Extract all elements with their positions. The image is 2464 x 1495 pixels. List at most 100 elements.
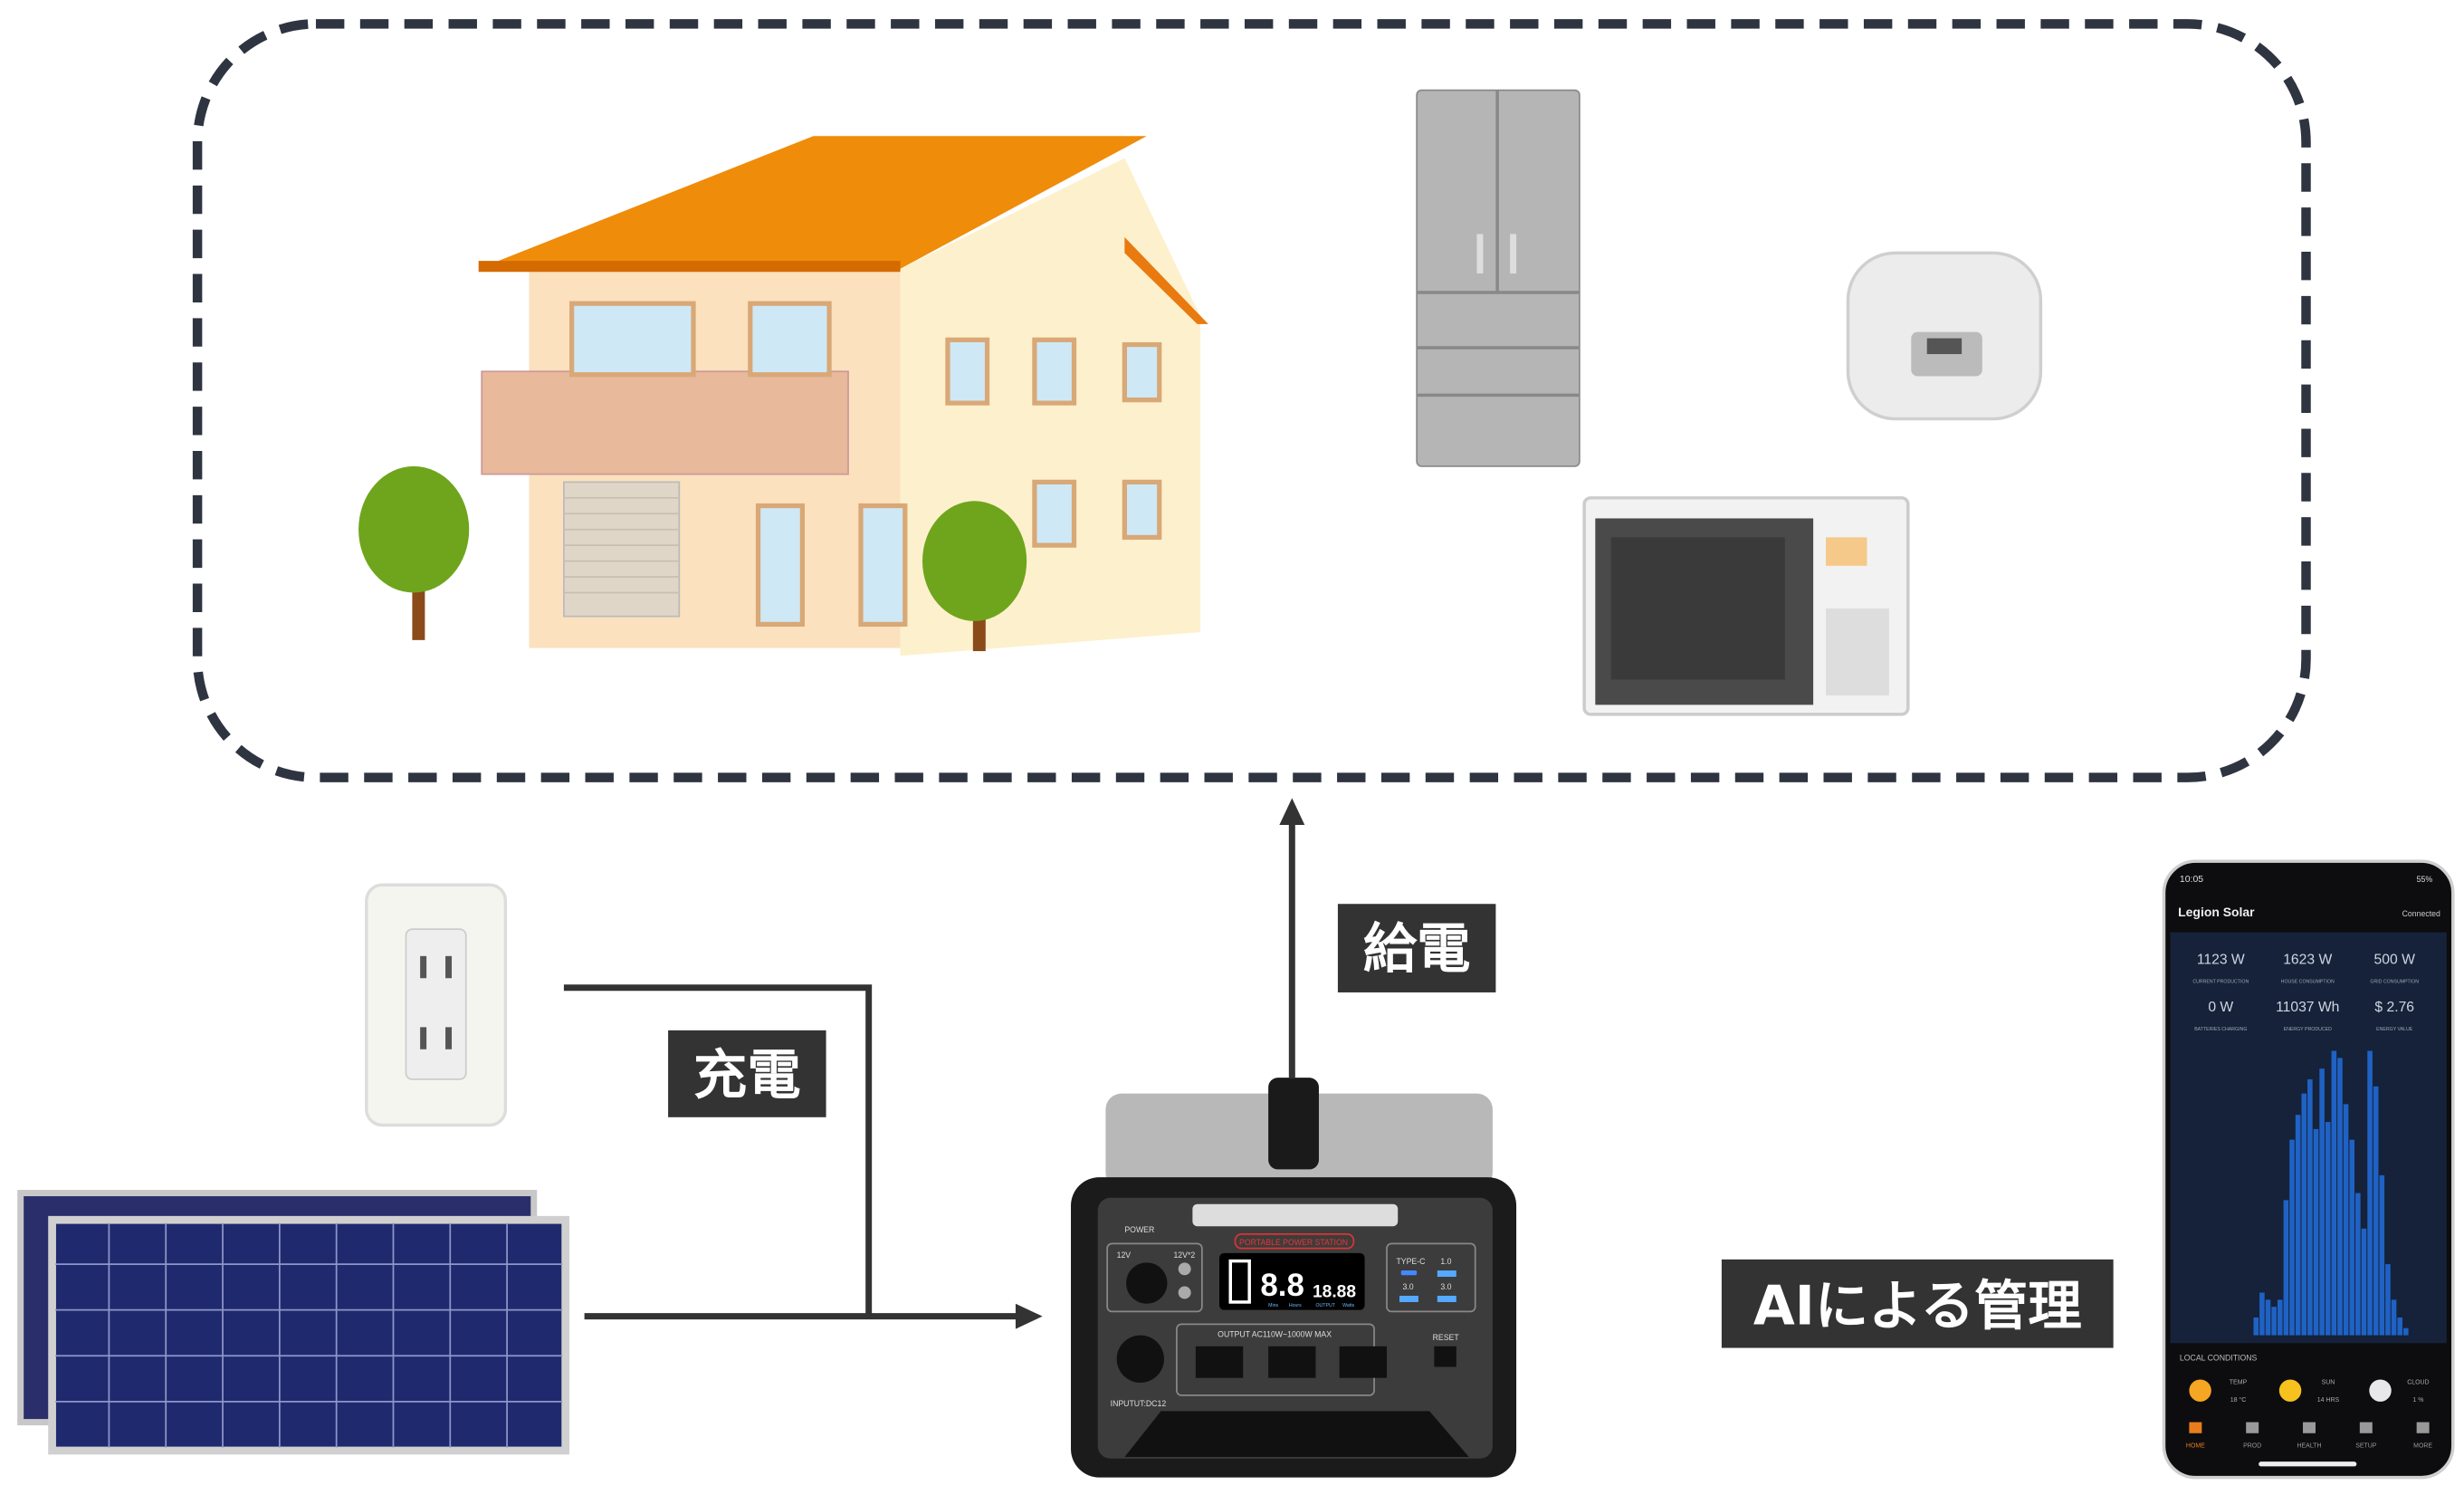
ai-management-label: AIによる管理 xyxy=(1753,1274,2082,1337)
chart-bar xyxy=(2253,1317,2259,1336)
condition-value: 14 HRS xyxy=(2317,1397,2340,1404)
phone-nav-bar: HOME PROD HEALTH SETUP MORE xyxy=(2186,1422,2432,1449)
display-unit: Mins xyxy=(1268,1303,1278,1308)
display-main: 8.8 xyxy=(1260,1268,1304,1303)
portable-power-station: POWER 12V 12V*2 PORTABLE POWER STATION 8… xyxy=(1071,1078,1517,1478)
arrow-head-icon xyxy=(1015,1303,1043,1329)
chart-bar xyxy=(2391,1299,2397,1336)
local-conditions-heading: LOCAL CONDITIONS xyxy=(2180,1354,2258,1363)
chart-bar xyxy=(2355,1193,2361,1336)
reset-button xyxy=(1434,1346,1456,1367)
stat-value: $ 2.76 xyxy=(2374,1000,2414,1015)
port-12v2-label: 12V*2 xyxy=(1173,1251,1195,1260)
condition-label: TEMP xyxy=(2230,1380,2248,1386)
app-title: Legion Solar xyxy=(2178,905,2255,919)
tree-icon xyxy=(358,465,470,640)
display-unit: Hours xyxy=(1289,1303,1302,1308)
chart-bar xyxy=(2367,1050,2373,1336)
chart-bar xyxy=(2283,1200,2289,1336)
chart-bar xyxy=(2385,1264,2391,1336)
chart-bar xyxy=(2331,1050,2337,1336)
arrow-head-icon xyxy=(1279,798,1305,825)
nav-item-more[interactable]: MORE xyxy=(2413,1442,2432,1449)
input-label: INPUTUT:DC12 xyxy=(1111,1399,1167,1408)
nav-prod-icon[interactable] xyxy=(2246,1422,2259,1433)
supply-label: 給電 xyxy=(1363,917,1471,980)
stat-label: ENERGY PRODUCED xyxy=(2284,1027,2332,1032)
chart-bar xyxy=(2295,1115,2301,1336)
wall-outlet-icon xyxy=(365,883,508,1127)
condition-label: CLOUD xyxy=(2407,1380,2429,1386)
sun-icon xyxy=(2278,1379,2302,1402)
chart-bar xyxy=(2403,1327,2409,1336)
chart-bar xyxy=(2349,1139,2355,1336)
chart-bar xyxy=(2337,1058,2343,1336)
stat-value: 1623 W xyxy=(2283,953,2332,968)
phone-battery: 55% xyxy=(2417,875,2433,884)
house-illustration xyxy=(478,136,1208,656)
home-boundary xyxy=(192,19,2311,782)
chart-bar xyxy=(2301,1093,2307,1336)
usb-label: TYPE-C xyxy=(1396,1257,1425,1266)
charge-label-box xyxy=(668,1030,826,1117)
usb-label: 1.0 xyxy=(1440,1257,1451,1266)
rice-cooker-icon xyxy=(1846,251,2043,421)
thermometer-icon xyxy=(2189,1379,2211,1402)
display-sub: 18.88 xyxy=(1313,1283,1356,1302)
nav-home-icon[interactable] xyxy=(2189,1422,2202,1433)
chart-bar xyxy=(2373,1086,2379,1336)
usb-label: 3.0 xyxy=(1402,1282,1413,1291)
power-label: POWER xyxy=(1124,1225,1154,1234)
port-12v-label: 12V xyxy=(1117,1251,1132,1260)
nav-item-setup[interactable]: SETUP xyxy=(2355,1442,2377,1449)
chart-bar xyxy=(2307,1078,2313,1336)
ai-label-box xyxy=(1721,1259,2114,1348)
home-indicator xyxy=(2259,1461,2357,1467)
smartphone-app: 10:05 55% Legion Solar Connected 1123 WC… xyxy=(2162,859,2455,1480)
stat-value: 1123 W xyxy=(2197,953,2245,968)
phone-stats: 1123 W CURRENT PRODUCTION 1623 W HOUSE CONS… xyxy=(2192,953,2419,1032)
chart-bar xyxy=(2379,1174,2385,1336)
stat-label: ENERGY VALUE xyxy=(2376,1027,2413,1032)
display-unit: Watts xyxy=(1342,1303,1355,1308)
nav-item-prod[interactable]: PROD xyxy=(2243,1442,2261,1449)
microwave-icon xyxy=(1582,496,1910,716)
refrigerator-icon xyxy=(1416,89,1581,467)
brand-label: PORTABLE POWER STATION xyxy=(1239,1238,1348,1247)
display-unit: OUTPUT xyxy=(1315,1303,1335,1308)
supply-label-box xyxy=(1337,904,1496,992)
nav-health-icon[interactable] xyxy=(2303,1422,2316,1433)
nav-more-icon[interactable] xyxy=(2416,1422,2430,1433)
chart-bar xyxy=(2319,1069,2325,1336)
chart-bar xyxy=(2361,1228,2367,1336)
stat-value: 500 W xyxy=(2374,953,2416,968)
stat-label: HOUSE CONSUMPTION xyxy=(2281,979,2335,984)
ac-output-label: OUTPUT AC110W~1000W MAX xyxy=(1218,1329,1332,1338)
chart-bar xyxy=(2259,1292,2265,1336)
chart-bar xyxy=(2289,1139,2295,1336)
condition-value: 18 °C xyxy=(2230,1396,2247,1404)
nav-setup-icon[interactable] xyxy=(2359,1422,2373,1433)
chart-bar xyxy=(2397,1317,2402,1336)
reset-label: RESET xyxy=(1433,1333,1460,1342)
stat-label: CURRENT PRODUCTION xyxy=(2192,979,2249,984)
charge-label: 充電 xyxy=(693,1044,801,1107)
chart-bar xyxy=(2313,1128,2319,1336)
stat-label: GRID CONSUMPTION xyxy=(2370,979,2419,984)
chart-bar xyxy=(2271,1307,2277,1336)
cloud-icon xyxy=(2369,1379,2392,1402)
solar-panel-icon xyxy=(17,1190,570,1455)
stat-label: BATTERIES CHARGING xyxy=(2194,1027,2247,1032)
nav-item-home[interactable]: HOME xyxy=(2186,1442,2205,1449)
nav-item-health[interactable]: HEALTH xyxy=(2297,1442,2322,1449)
outlet-charge-line xyxy=(563,984,873,1317)
stat-value: 0 W xyxy=(2208,1000,2233,1015)
stat-value: 11037 Wh xyxy=(2276,1000,2339,1015)
phone-time: 10:05 xyxy=(2180,875,2203,885)
production-chart xyxy=(2253,1050,2409,1336)
condition-label: SUN xyxy=(2322,1380,2335,1386)
chart-bar xyxy=(2343,1104,2349,1336)
